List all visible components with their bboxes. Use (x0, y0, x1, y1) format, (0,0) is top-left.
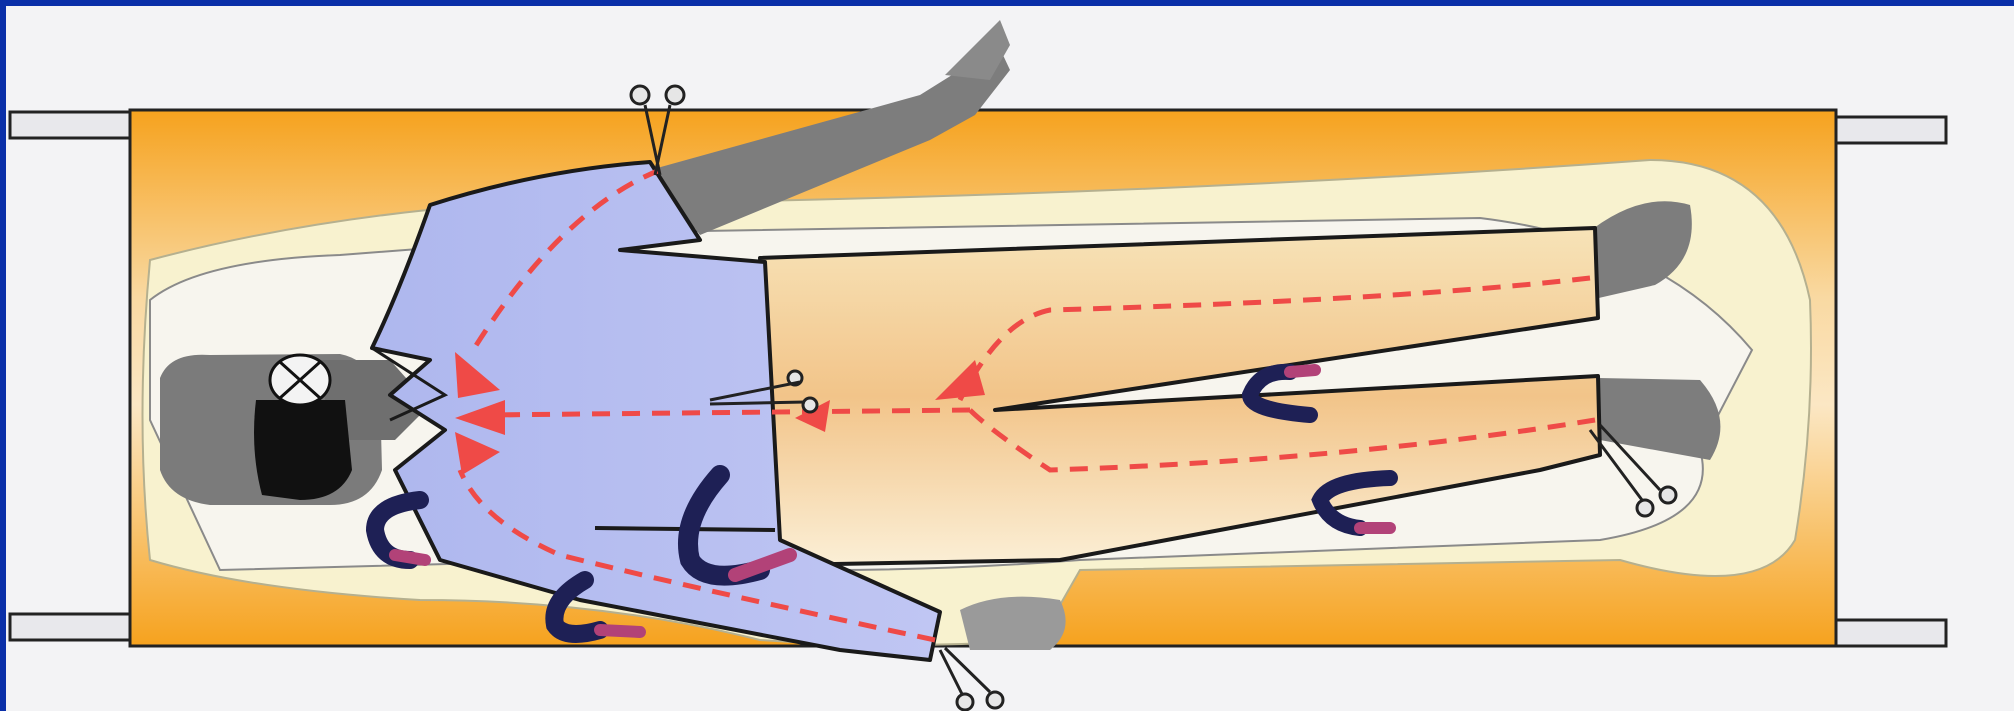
lower-hand (960, 597, 1066, 650)
